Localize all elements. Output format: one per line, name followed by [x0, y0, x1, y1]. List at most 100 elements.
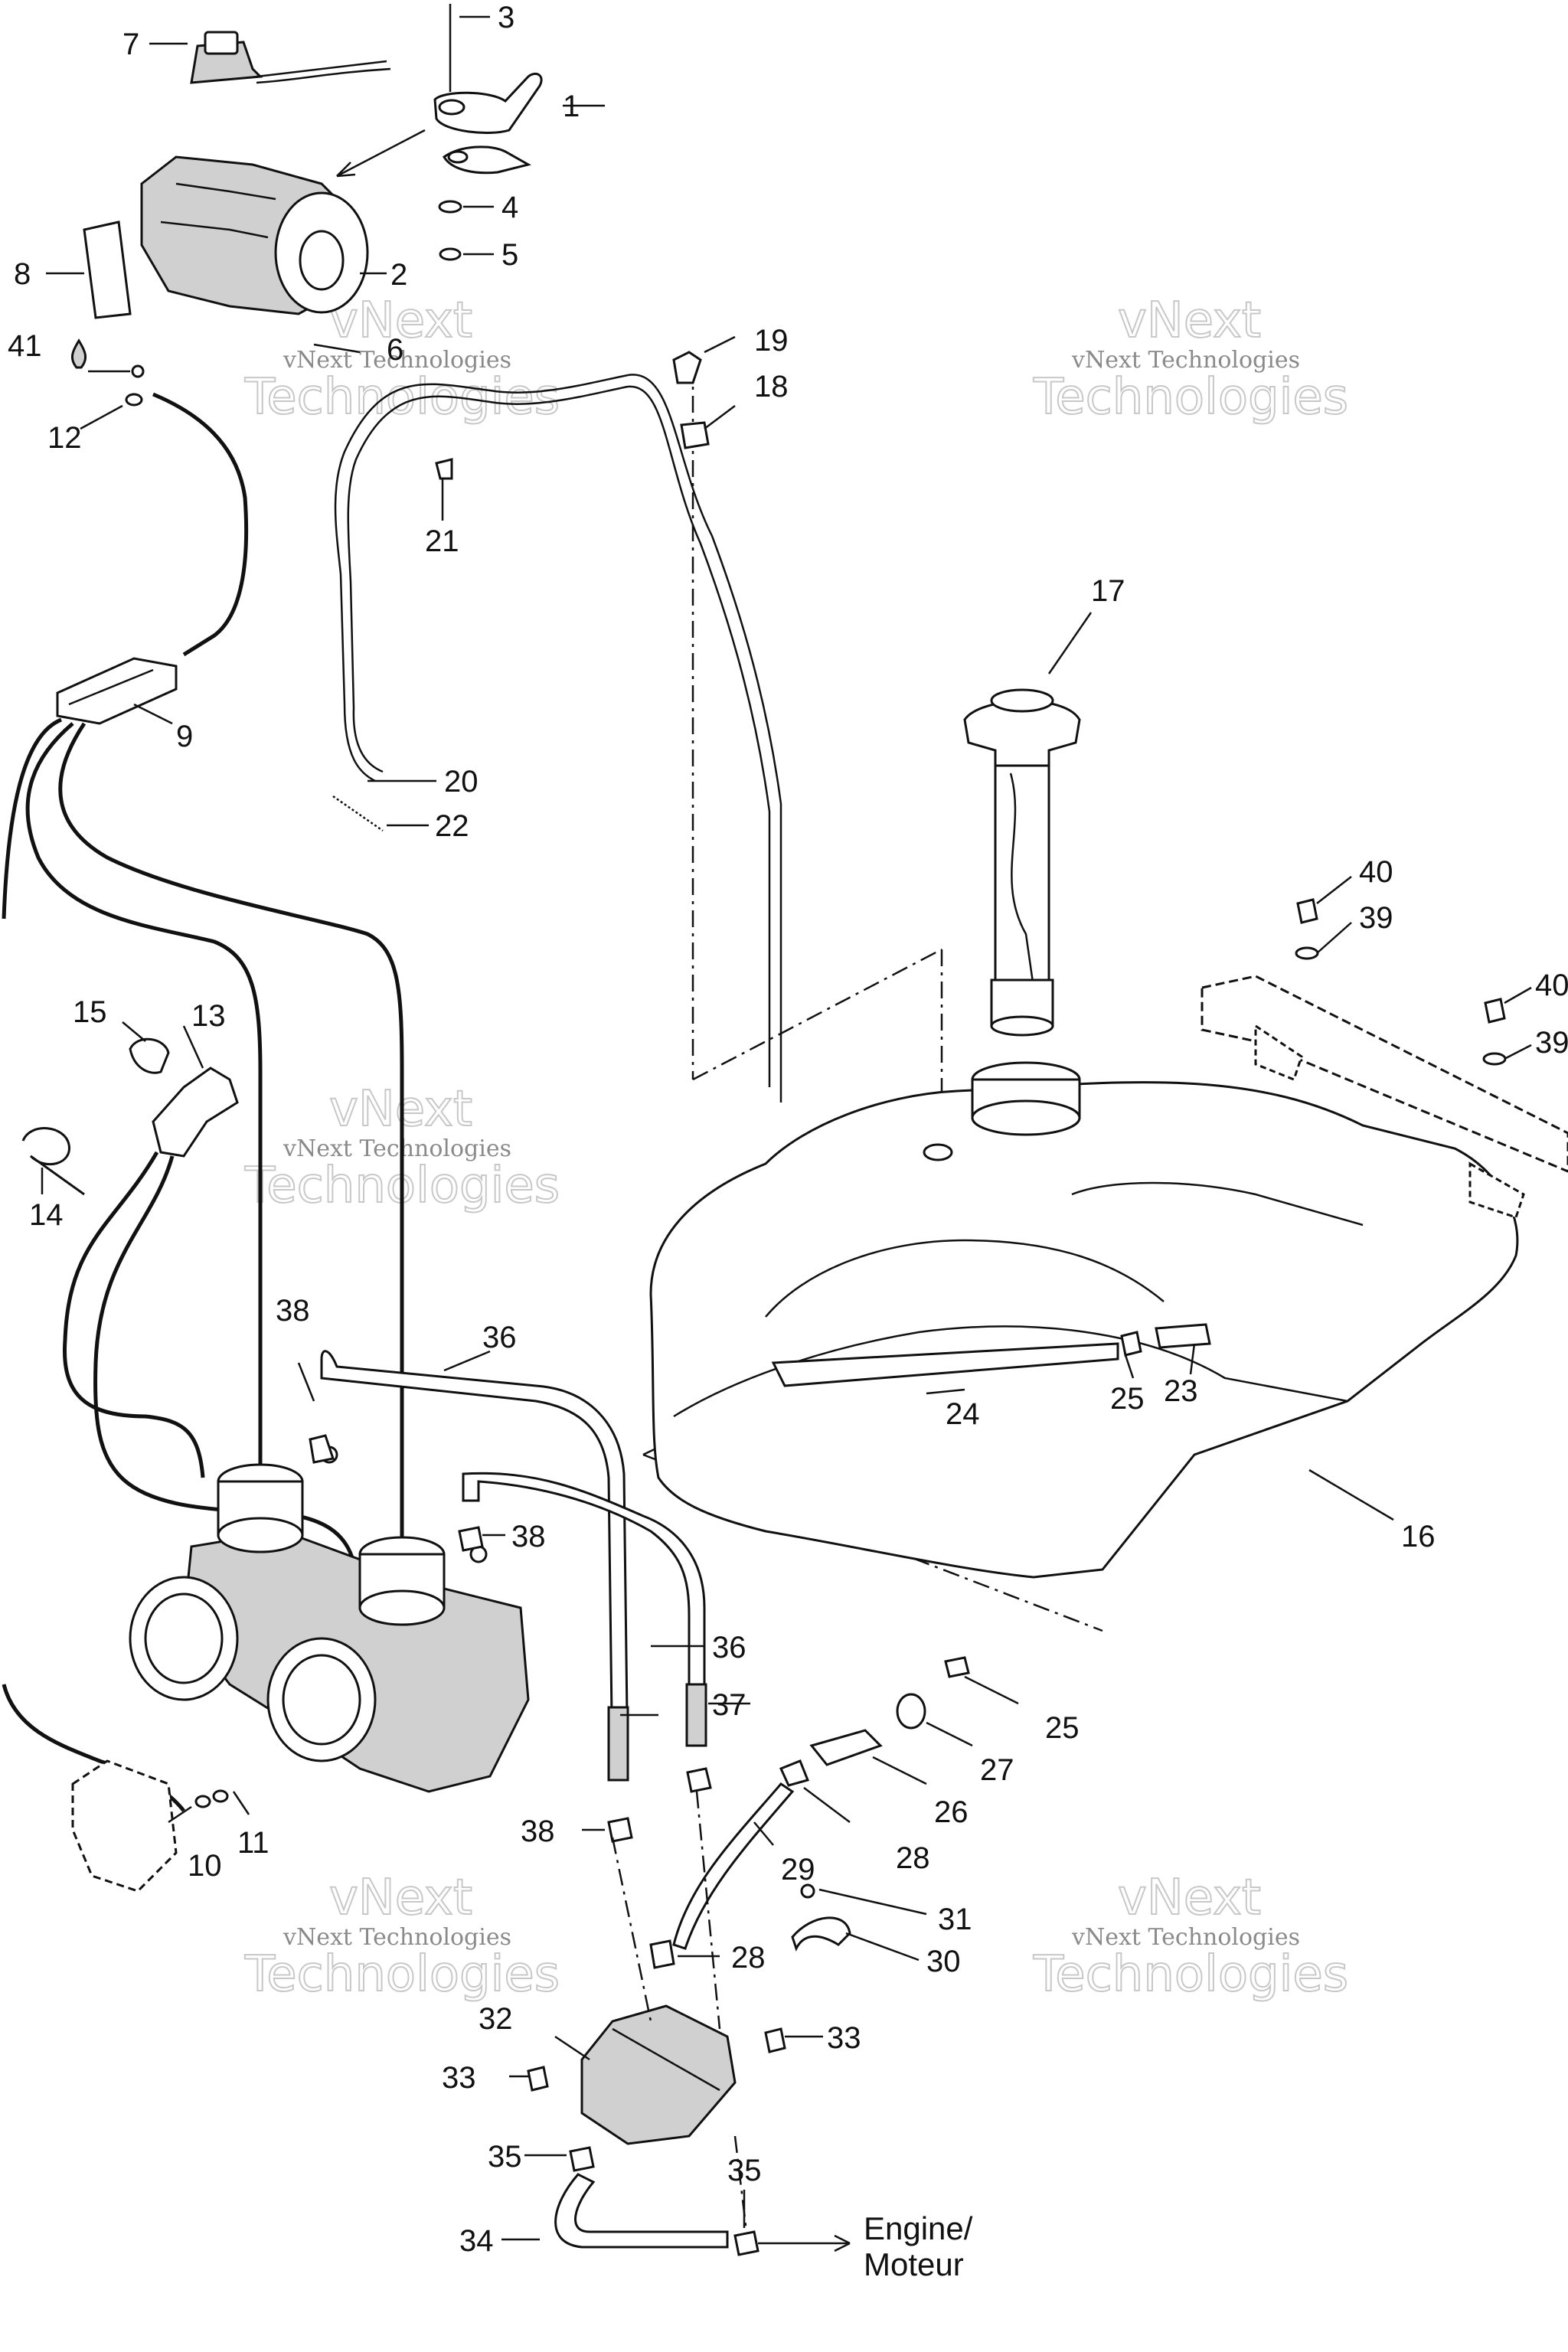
part-28-clamp-a [779, 1759, 810, 1787]
callout-41: 41 [8, 329, 42, 363]
part-36-hose-left [320, 1350, 629, 1778]
callout-3: 3 [498, 1, 514, 34]
callout-28b: 28 [731, 1941, 766, 1975]
watermark: vNext Technologies vNext Technologies [243, 292, 560, 426]
callout-17: 17 [1091, 574, 1125, 608]
callout-24: 24 [946, 1397, 980, 1431]
fuel-line-inner [347, 385, 629, 773]
svg-text:Technologies: Technologies [1033, 369, 1348, 426]
part-21-clip [435, 458, 453, 480]
part-35-clamp-b [733, 2230, 760, 2256]
sensor-wire-2 [93, 1155, 358, 1578]
callout-20: 20 [444, 765, 479, 799]
part-5-washer [439, 247, 462, 261]
callout-14: 14 [29, 1198, 64, 1232]
callout-34: 34 [459, 2224, 494, 2258]
callout-23: 23 [1164, 1374, 1198, 1408]
mounting-bracket [1200, 898, 1568, 1219]
svg-text:vNext Technologies: vNext Technologies [283, 1135, 511, 1162]
part-25-clamp-b [944, 1656, 970, 1678]
part-25-clamp-a [1120, 1331, 1142, 1357]
callout-40a: 40 [1359, 855, 1393, 889]
callout-25b: 25 [1045, 1711, 1080, 1745]
callout-19: 19 [754, 324, 789, 358]
part-28-clamp-b [649, 1939, 675, 1969]
callout-6: 6 [387, 333, 403, 367]
svg-text:vNext Technologies: vNext Technologies [1071, 347, 1300, 374]
part-26-valve [809, 1729, 883, 1766]
part-10-11-group [71, 1759, 229, 1893]
part-17-fuel-gauge-sender [963, 688, 1081, 1037]
callout-29: 29 [781, 1853, 815, 1886]
svg-text:Technologies: Technologies [244, 1946, 560, 2003]
callout-21: 21 [425, 524, 459, 558]
callout-numbers: 1 2 3 4 5 6 7 8 9 10 11 12 13 14 15 16 1… [8, 1, 1568, 2258]
leader-lines [41, 15, 1532, 2241]
part-23-fitting [1155, 1323, 1211, 1349]
part-32-fuel-pump [580, 2004, 737, 2145]
part-16-fuel-tank [649, 1081, 1519, 1579]
fuel-sensor-group [21, 1037, 358, 1578]
wire-to-carb-1 [25, 722, 263, 1478]
callout-33a: 33 [827, 2021, 861, 2055]
callout-38c: 38 [521, 1815, 555, 1848]
part-37-spring-left [607, 1706, 629, 1782]
svg-text:vNext Technologies: vNext Technologies [1071, 1924, 1300, 1951]
part-12-ring [125, 393, 143, 407]
carburetor-assembly [129, 1446, 530, 1793]
engine-destination-label: Engine/ Moteur [864, 2210, 973, 2282]
part-4-washer [438, 200, 462, 214]
part-31-screw [800, 1883, 815, 1899]
part-41-lubricant-icon [70, 338, 87, 369]
svg-text:Technologies: Technologies [244, 369, 560, 426]
part-22-spring [332, 795, 384, 832]
svg-text:vNext: vNext [1118, 292, 1261, 349]
callout-16: 16 [1401, 1520, 1436, 1553]
part-1-throttle-lever [433, 73, 543, 175]
callout-33b: 33 [442, 2061, 476, 2095]
callout-5: 5 [501, 238, 518, 272]
part-18-grommet [680, 421, 710, 449]
callout-36b: 36 [712, 1631, 746, 1664]
alignment-line [692, 948, 942, 1081]
callout-15: 15 [73, 995, 107, 1029]
callout-38b: 38 [511, 1520, 546, 1553]
callout-12: 12 [47, 421, 82, 455]
wire-left-1 [2, 717, 62, 920]
sensor-wire-1 [62, 1151, 205, 1478]
callout-31: 31 [938, 1903, 972, 1936]
part-38-clamp-b [458, 1526, 484, 1552]
watermark: vNext Technologies vNext Technologies [1032, 1869, 1349, 2004]
callout-36a: 36 [482, 1321, 517, 1354]
watermark: vNext Technologies vNext Technologies [1032, 292, 1349, 426]
callout-28a: 28 [896, 1841, 930, 1875]
callout-7: 7 [122, 28, 139, 61]
callout-38a: 38 [276, 1294, 310, 1328]
callout-39a: 39 [1359, 901, 1393, 935]
part-14-tie [21, 1127, 85, 1196]
part-41-fitting [131, 364, 145, 378]
part-29-hose [672, 1782, 795, 1950]
callout-40b: 40 [1535, 969, 1568, 1002]
part-30-bracket [791, 1916, 851, 1952]
part-38-clamp-a [309, 1434, 335, 1464]
svg-text:Technologies: Technologies [1033, 1946, 1348, 2003]
callout-2: 2 [390, 258, 407, 292]
part-13-sensor [152, 1067, 239, 1158]
callout-13: 13 [191, 999, 226, 1033]
svg-text:vNext: vNext [329, 292, 472, 349]
callout-10: 10 [188, 1849, 222, 1883]
callout-37: 37 [712, 1688, 746, 1722]
assembly-arrow [336, 129, 426, 178]
callout-30: 30 [926, 1945, 961, 1978]
part-7-switch [190, 31, 391, 84]
part-39-washer-b [1482, 1052, 1507, 1066]
part-11-nut [212, 1789, 229, 1803]
svg-text:vNext Technologies: vNext Technologies [283, 1924, 511, 1951]
callout-11: 11 [237, 1826, 270, 1860]
part-33-screw-a [764, 2027, 786, 2053]
part-2-throttle-housing [140, 155, 369, 315]
part-10-washer [194, 1795, 211, 1808]
part-37-spring-right [685, 1683, 707, 1747]
